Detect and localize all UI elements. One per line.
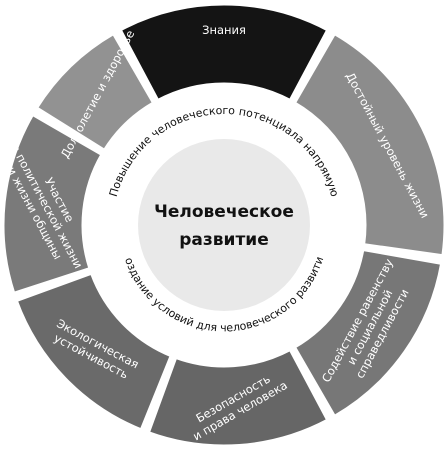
segment-equity <box>292 247 444 419</box>
segment-living-standard <box>292 31 447 258</box>
center-disc <box>138 139 310 311</box>
segment-label-line: Знания <box>202 23 246 37</box>
segment-security <box>146 347 330 448</box>
segment-participation <box>1 112 104 296</box>
segment-longevity <box>34 31 156 153</box>
center-title-line1: Человеческое <box>154 202 294 222</box>
center-title-line2: развитие <box>179 230 268 250</box>
segment-label-knowledge: Знания <box>202 23 246 37</box>
segment-ecology <box>14 271 174 432</box>
segment-knowledge <box>118 2 330 103</box>
